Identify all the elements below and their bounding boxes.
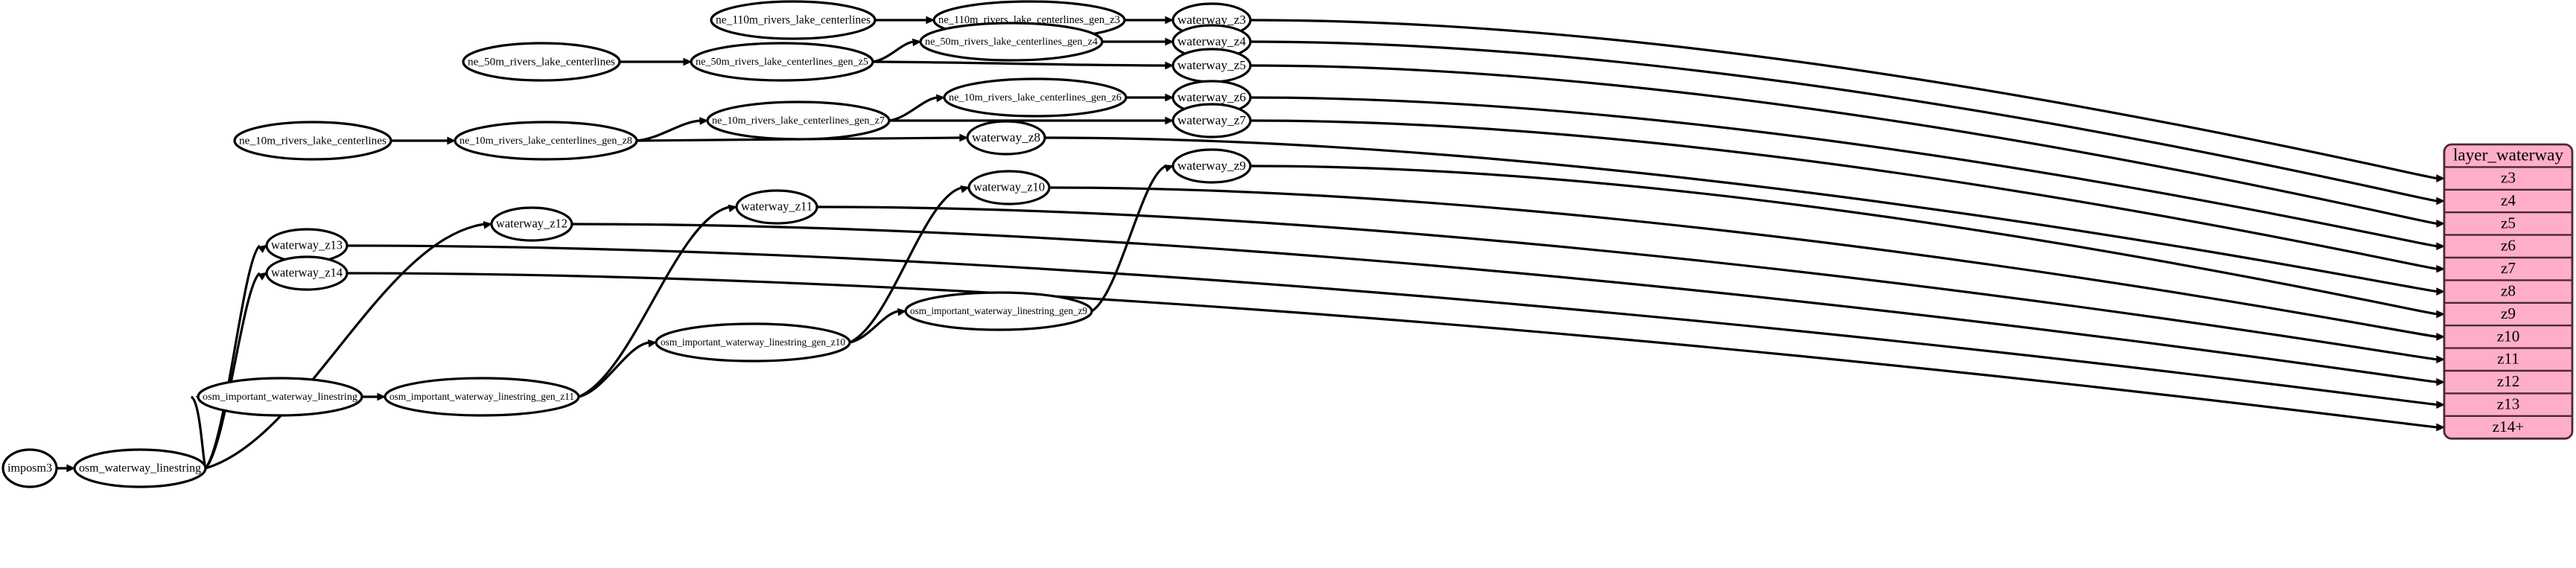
table-row-z3: z3: [2501, 168, 2516, 186]
node-ww_z14[interactable]: waterway_z14: [265, 255, 349, 291]
node-osm_iww_z11[interactable]: osm_important_waterway_linestring_gen_z1…: [384, 377, 580, 417]
node-label-ww_z5: waterway_z5: [1177, 58, 1246, 72]
edge-osm_iww_z11-to-osm_iww_z10: [578, 339, 658, 398]
node-label-ww_z14: waterway_z14: [271, 266, 343, 280]
node-ne10_z6[interactable]: ne_10m_rivers_lake_centerlines_gen_z6: [943, 77, 1128, 118]
edge-ww_z14-to-table-z14plus: [346, 272, 2446, 432]
edge-ne110_z3-to-ww_z3: [1125, 16, 1174, 25]
node-ne50_z5[interactable]: ne_50m_rivers_lake_centerlines_gen_z5: [690, 42, 874, 82]
table-row-z14plus: z14+: [2493, 418, 2525, 435]
nodes-layer: imposm3 osm_waterway_linestring osm_import…: [1, 0, 1252, 488]
node-ne10[interactable]: ne_10m_rivers_lake_centerlines: [233, 121, 392, 161]
node-ww_z5[interactable]: waterway_z5: [1171, 48, 1252, 83]
table-row-z13: z13: [2497, 395, 2520, 412]
node-ww_z4[interactable]: waterway_z4: [1171, 24, 1252, 60]
edge-ww_z11-to-table-z11: [816, 205, 2446, 364]
edge-ww_z8-to-table-z8: [1044, 136, 2446, 296]
node-ne10_z8[interactable]: ne_10m_rivers_lake_centerlines_gen_z8: [454, 121, 638, 161]
node-ne50[interactable]: ne_50m_rivers_lake_centerlines: [462, 42, 621, 82]
node-label-ww_z13: waterway_z13: [271, 238, 343, 252]
table-row-z6: z6: [2501, 237, 2516, 255]
layer-waterway-table: layer_waterway z3 z4 z5 z6 z7 z8 z9 z10 z11 z12 z13…: [2443, 143, 2574, 440]
node-ww_z7[interactable]: waterway_z7: [1171, 103, 1252, 138]
edge-ne10_z6-to-ww_z6: [1126, 93, 1174, 102]
node-label-ne50: ne_50m_rivers_lake_centerlines: [468, 55, 615, 68]
edges-layer: [57, 16, 2446, 473]
table-row-z10: z10: [2497, 327, 2520, 345]
node-osm_iww[interactable]: osm_important_waterway_linestring: [197, 377, 363, 417]
node-label-ww_z3: waterway_z3: [1177, 13, 1246, 27]
edge-ne50_z5-to-ww_z5: [872, 60, 1174, 70]
node-label-ww_z7: waterway_z7: [1177, 113, 1246, 127]
table-row-z7: z7: [2501, 259, 2516, 277]
node-label-osm_iww_z10: osm_important_waterway_linestring_gen_z1…: [661, 336, 845, 348]
node-ww_z8[interactable]: waterway_z8: [966, 120, 1046, 156]
node-ww_z12[interactable]: waterway_z12: [490, 206, 573, 242]
node-label-ww_z11: waterway_z11: [741, 200, 812, 214]
edge-ne50_z5-to-ne50_z4: [872, 38, 922, 63]
edge-ww_z10-to-table-z10: [1049, 186, 2446, 341]
node-ne110[interactable]: ne_110m_rivers_lake_centerlines: [710, 0, 877, 40]
node-label-ne50_z5: ne_50m_rivers_lake_centerlines_gen_z5: [696, 56, 868, 68]
node-ne10_z7[interactable]: ne_10m_rivers_lake_centerlines_gen_z7: [706, 100, 891, 141]
edge-ww_z3-to-table-z3: [1250, 19, 2446, 182]
node-ww_z10[interactable]: waterway_z10: [967, 170, 1051, 205]
node-label-ww_z12: waterway_z12: [496, 217, 567, 231]
node-osm_iww_z10[interactable]: osm_important_waterway_linestring_gen_z1…: [655, 322, 851, 363]
node-ww_z9[interactable]: waterway_z9: [1171, 148, 1252, 184]
node-label-ne10_z8: ne_10m_rivers_lake_centerlines_gen_z8: [459, 135, 632, 147]
node-osm_ww[interactable]: osm_waterway_linestring: [73, 448, 207, 488]
node-label-ww_z4: waterway_z4: [1177, 34, 1246, 48]
node-label-ww_z6: waterway_z6: [1177, 90, 1246, 104]
edge-osm_iww_z10-to-osm_iww_z9: [849, 307, 907, 344]
edge-imposm3-to-osm_ww: [57, 464, 76, 473]
table-row-z8: z8: [2501, 281, 2516, 299]
table-row-z11: z11: [2497, 350, 2519, 368]
node-label-osm_iww_z11: osm_important_waterway_linestring_gen_z1…: [389, 391, 574, 402]
table-header-label: layer_waterway: [2453, 146, 2563, 165]
node-ne50_z4[interactable]: ne_50m_rivers_lake_centerlines_gen_z4: [919, 22, 1104, 62]
node-label-ww_z10: waterway_z10: [973, 180, 1045, 194]
edge-ww_z7-to-table-z7: [1250, 119, 2446, 273]
node-label-osm_ww: osm_waterway_linestring: [79, 462, 201, 474]
node-osm_iww_z9[interactable]: osm_important_waterway_linestring_gen_z9: [904, 291, 1093, 331]
node-imposm3[interactable]: imposm3: [1, 448, 58, 488]
table-row-z5: z5: [2501, 214, 2516, 232]
edge-ww_z4-to-table-z4: [1250, 40, 2446, 205]
edge-ne110-to-ne110_z3: [875, 16, 935, 25]
edge-ww_z9-to-table-z9: [1250, 165, 2446, 319]
node-ww_z11[interactable]: waterway_z11: [735, 189, 818, 225]
edge-ne10_z7-to-ne10_z6: [888, 94, 946, 122]
node-label-ne10: ne_10m_rivers_lake_centerlines: [239, 134, 387, 147]
edge-ww_z6-to-table-z6: [1250, 96, 2446, 251]
edge-ww_z13-to-table-z13: [346, 244, 2446, 409]
edge-ne10_z8-to-ne10_z7: [636, 117, 709, 142]
edge-ww_z5-to-table-z5: [1250, 64, 2446, 228]
edge-ne50_z4-to-ww_z4: [1102, 37, 1174, 46]
edge-osm_ww-to-ww_z14: [204, 272, 267, 470]
edge-osm_iww_z11-to-ww_z11: [578, 204, 738, 398]
node-label-osm_iww: osm_important_waterway_linestring: [203, 391, 357, 403]
node-label-imposm3: imposm3: [7, 462, 52, 475]
node-label-ww_z9: waterway_z9: [1177, 159, 1246, 173]
edge-ne10-to-ne10_z8: [391, 136, 457, 145]
table-row-z4: z4: [2501, 191, 2516, 209]
edge-osm_ww-to-ww_z12: [205, 221, 493, 470]
edge-ne10_z7-to-ww_z7: [889, 116, 1174, 125]
edge-osm_iww-to-osm_iww_z11: [362, 392, 387, 401]
node-label-ww_z8: waterway_z8: [972, 130, 1040, 144]
edge-ww_z12-to-table-z12: [571, 223, 2446, 386]
node-label-ne50_z4: ne_50m_rivers_lake_centerlines_gen_z4: [925, 36, 1098, 48]
table-row-z12: z12: [2497, 372, 2520, 390]
node-ww_z13[interactable]: waterway_z13: [265, 228, 349, 264]
table-row-z9: z9: [2501, 304, 2516, 322]
node-label-ne10_z7: ne_10m_rivers_lake_centerlines_gen_z7: [712, 115, 885, 127]
node-label-ne10_z6: ne_10m_rivers_lake_centerlines_gen_z6: [949, 92, 1122, 103]
edge-ne50-to-ne50_z5: [620, 57, 693, 66]
node-label-osm_iww_z9: osm_important_waterway_linestring_gen_z9: [910, 305, 1087, 316]
node-label-ne110: ne_110m_rivers_lake_centerlines: [716, 13, 871, 26]
